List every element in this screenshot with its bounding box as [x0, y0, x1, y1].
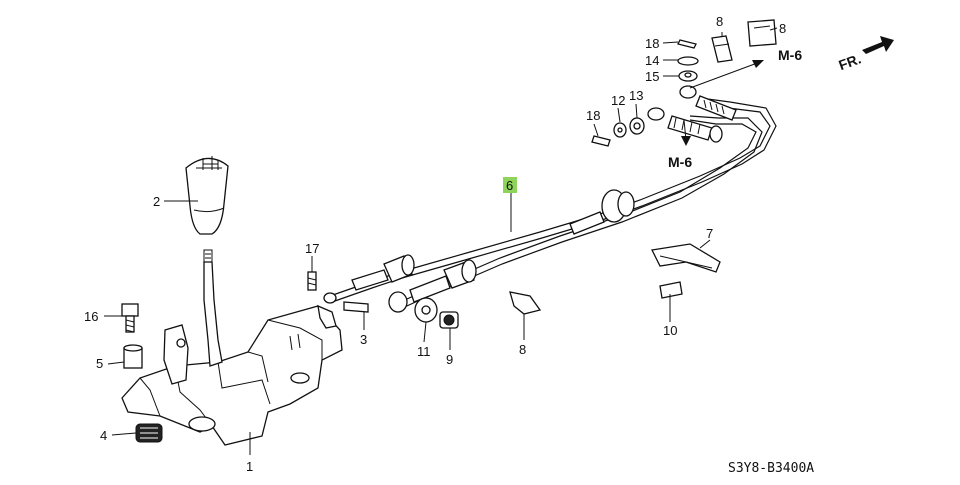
- cable-grommet: [569, 189, 635, 235]
- bushing-9: [439, 311, 459, 329]
- callout-8-lower: 8: [519, 342, 526, 357]
- shift-lever-bracket: [121, 304, 343, 446]
- cable-end-c: [679, 85, 737, 121]
- cable-bracket-7: [651, 243, 721, 273]
- clip-8-upper-right: [747, 19, 777, 47]
- callout-12: 12: [611, 93, 625, 108]
- washer-12: [613, 122, 627, 138]
- cable-end-b: [388, 259, 477, 313]
- bushing-13: [629, 117, 645, 135]
- cable-end-d: [647, 107, 723, 143]
- callout-5: 5: [96, 356, 103, 371]
- callout-10: 10: [663, 323, 677, 338]
- washer-11: [414, 297, 438, 323]
- flange-bolt-10: [659, 281, 683, 299]
- ref-arrow-top: [689, 60, 764, 89]
- callout-7: 7: [706, 226, 713, 241]
- leader-lines: [104, 27, 778, 455]
- callout-18-top: 18: [645, 36, 659, 51]
- cable-end-a: [323, 254, 415, 304]
- cushion-4: [135, 423, 163, 443]
- callout-16: 16: [84, 309, 98, 324]
- pin-18-upper: [677, 39, 697, 49]
- callout-8-top-right: 8: [779, 21, 786, 36]
- ref-label-m6-top: M-6: [778, 47, 802, 63]
- callout-17: 17: [305, 241, 319, 256]
- callout-11: 11: [417, 344, 431, 359]
- collar-5: [123, 344, 143, 369]
- front-arrow: [862, 36, 894, 54]
- callout-2: 2: [153, 194, 160, 209]
- callout-6-highlight: [503, 177, 517, 193]
- front-label: FR.: [836, 50, 863, 73]
- clip-8-upper-left: [711, 35, 733, 63]
- pin-18-mid: [591, 135, 611, 147]
- clip-8-lower: [509, 291, 542, 315]
- callout-8-top-left: 8: [716, 14, 723, 29]
- callout-4: 4: [100, 428, 107, 443]
- callout-9: 9: [446, 352, 453, 367]
- callout-15: 15: [645, 69, 659, 84]
- ref-arrow-mid: [681, 119, 691, 146]
- callout-18-mid: 18: [586, 108, 600, 123]
- washer-15: [678, 70, 698, 82]
- washer-14: [677, 56, 699, 66]
- shift-knob: [185, 156, 229, 235]
- pin-3: [343, 301, 369, 313]
- callout-13: 13: [629, 88, 643, 103]
- bolt-17: [307, 271, 317, 291]
- callout-3: 3: [360, 332, 367, 347]
- shift-cable-assembly: [323, 85, 777, 313]
- flange-bolt-16: [121, 303, 139, 333]
- callout-6: 6: [506, 178, 513, 193]
- callout-14: 14: [645, 53, 659, 68]
- shift-lever: [203, 249, 223, 367]
- callout-1: 1: [246, 459, 253, 474]
- ref-label-m6-mid: M-6: [668, 154, 692, 170]
- diagram-code: S3Y8-B3400A: [728, 461, 814, 476]
